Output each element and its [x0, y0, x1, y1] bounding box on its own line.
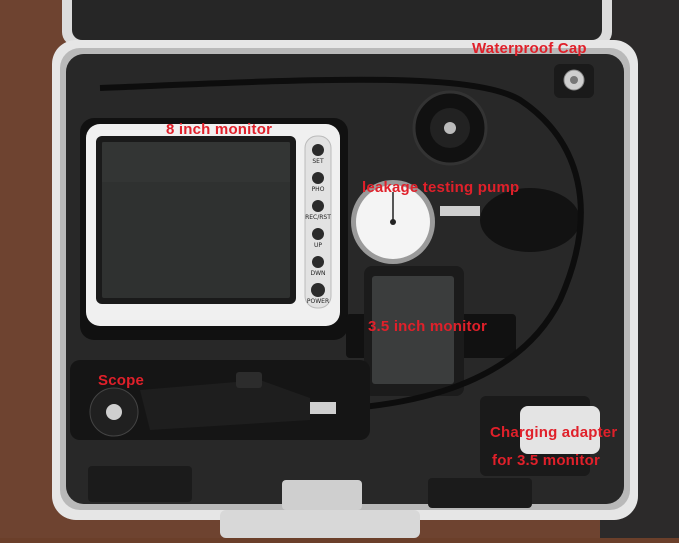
set-button[interactable] — [312, 144, 324, 156]
monitor-button-column — [304, 135, 332, 309]
case-handle — [282, 480, 362, 510]
scope-cable — [99, 76, 584, 413]
waterproof-cap-label: Waterproof Cap — [472, 40, 587, 57]
scope-label: Scope — [98, 372, 145, 389]
scope-handle — [140, 380, 310, 430]
down-button-label: DWN — [310, 270, 326, 277]
charging-adapter-label-2: for 3.5 monitor — [492, 452, 601, 469]
power-button-label: POWER — [306, 298, 330, 305]
down-button[interactable] — [312, 256, 324, 268]
lid-foam — [72, 0, 602, 40]
up-button[interactable] — [312, 228, 324, 240]
monitor-8-label: 8 inch monitor — [166, 121, 273, 138]
up-button-label: UP — [313, 242, 322, 249]
monitor-35-screen — [372, 276, 454, 384]
leakage-pump-label: leakage testing pump — [362, 179, 520, 196]
power-button[interactable] — [311, 283, 325, 297]
monitor-35-label: 3.5 inch monitor — [368, 318, 488, 335]
monitor-8-screen — [102, 142, 290, 298]
set-button-label: SET — [312, 158, 324, 165]
charging-adapter-label: Charging adapter — [490, 424, 618, 441]
photo-button-label: PHO — [311, 186, 325, 193]
record-button[interactable] — [312, 200, 324, 212]
charging-adapter — [520, 406, 600, 454]
pump-bulb — [480, 188, 580, 252]
record-button-label: REC/RST — [305, 214, 331, 221]
photo-button[interactable] — [312, 172, 324, 184]
